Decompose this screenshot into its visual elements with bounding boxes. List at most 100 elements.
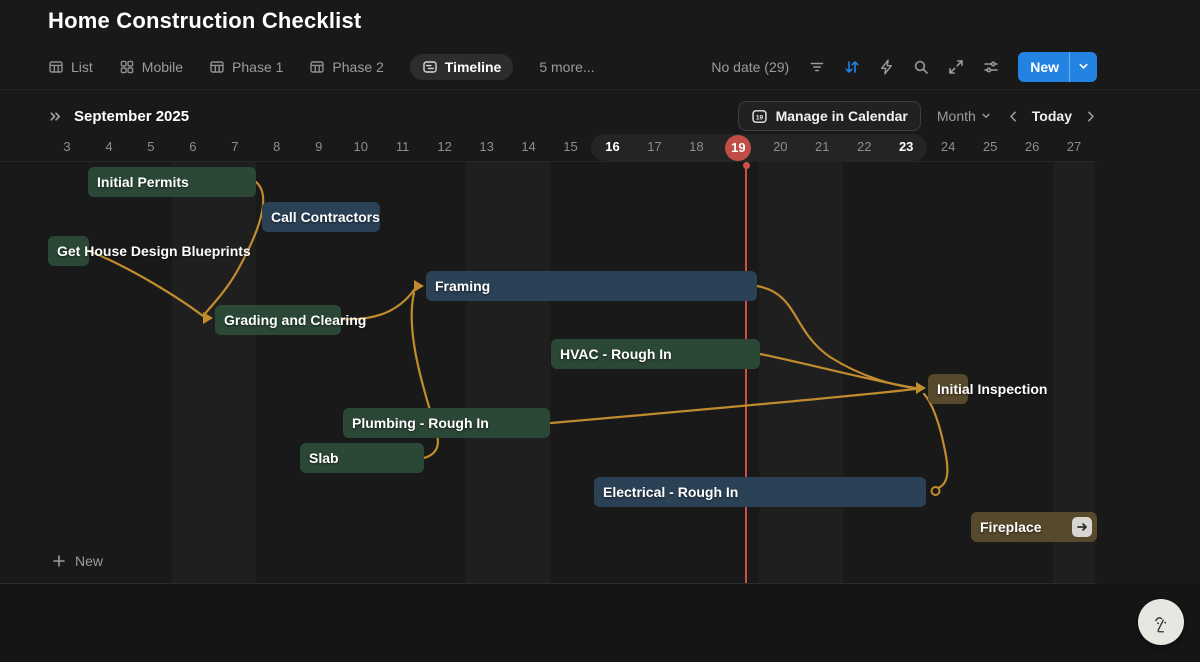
filter-icon[interactable] bbox=[809, 59, 825, 75]
new-button-label[interactable]: New bbox=[1018, 52, 1069, 82]
date-6[interactable]: 6 bbox=[177, 139, 209, 154]
table-view-icon bbox=[209, 59, 225, 75]
task-label: Grading and Clearing bbox=[215, 305, 375, 335]
task-label: Get House Design Blueprints bbox=[48, 236, 260, 266]
plus-icon bbox=[52, 554, 66, 568]
date-17[interactable]: 17 bbox=[638, 139, 670, 154]
tab-timeline[interactable]: Timeline bbox=[410, 54, 514, 80]
task-initial-permits[interactable]: Initial Permits bbox=[88, 167, 256, 197]
task-label: HVAC - Rough In bbox=[551, 339, 681, 369]
date-25[interactable]: 25 bbox=[974, 139, 1006, 154]
view-toolbar: List Mobile Phase 1 Phase 2 Timeline 5 more.… bbox=[0, 44, 1200, 90]
prev-period-button[interactable] bbox=[1007, 110, 1020, 123]
date-27[interactable]: 27 bbox=[1058, 139, 1090, 154]
date-20[interactable]: 20 bbox=[764, 139, 796, 154]
new-button[interactable]: New bbox=[1018, 52, 1097, 82]
task-initial-inspection[interactable]: Initial Inspection bbox=[928, 374, 968, 404]
automation-icon[interactable] bbox=[879, 59, 894, 75]
date-row: 3456789101112131415161718192021222324252… bbox=[0, 134, 1200, 161]
task-label: Initial Inspection bbox=[928, 374, 1056, 404]
date-23[interactable]: 23 bbox=[890, 139, 922, 154]
svg-text:19: 19 bbox=[755, 114, 763, 121]
tab-phase-2[interactable]: Phase 2 bbox=[309, 59, 383, 75]
expand-icon[interactable] bbox=[948, 59, 964, 75]
date-13[interactable]: 13 bbox=[471, 139, 503, 154]
task-call-contractors[interactable]: Call Contractors bbox=[262, 202, 380, 232]
date-21[interactable]: 21 bbox=[806, 139, 838, 154]
chevron-down-icon bbox=[981, 111, 991, 121]
task-label: Initial Permits bbox=[88, 167, 198, 197]
timeline-view-icon bbox=[422, 59, 438, 75]
board-view-icon bbox=[119, 59, 135, 75]
date-26[interactable]: 26 bbox=[1016, 139, 1048, 154]
tab-label: Phase 2 bbox=[332, 59, 383, 75]
table-view-icon bbox=[48, 59, 64, 75]
sort-icon[interactable] bbox=[844, 59, 860, 75]
date-12[interactable]: 12 bbox=[429, 139, 461, 154]
task-label: Electrical - Rough In bbox=[594, 477, 747, 507]
date-5[interactable]: 5 bbox=[135, 139, 167, 154]
date-8[interactable]: 8 bbox=[261, 139, 293, 154]
add-row-button[interactable]: New bbox=[52, 553, 103, 569]
timeline-zoom-value: Month bbox=[937, 108, 976, 124]
task-label: Plumbing - Rough In bbox=[343, 408, 498, 438]
page-title: Home Construction Checklist bbox=[48, 8, 361, 34]
connector-electrical-rough-in-to-initial-inspection bbox=[924, 394, 947, 488]
page-bottom-area bbox=[0, 584, 1200, 662]
timeline-header: September 2025 19 Manage in Calendar Mon… bbox=[48, 99, 1097, 133]
arrowhead-icon bbox=[414, 280, 424, 292]
new-button-chevron[interactable] bbox=[1070, 52, 1097, 82]
next-period-button[interactable] bbox=[1084, 110, 1097, 123]
add-row-label: New bbox=[75, 553, 103, 569]
double-chevron-right-icon[interactable] bbox=[48, 109, 63, 124]
arrowhead-icon bbox=[916, 382, 926, 394]
tab-label: Mobile bbox=[142, 59, 183, 75]
view-tabs: List Mobile Phase 1 Phase 2 Timeline bbox=[48, 54, 513, 80]
task-electrical-rough-in[interactable]: Electrical - Rough In bbox=[594, 477, 926, 507]
tab-label: Phase 1 bbox=[232, 59, 283, 75]
no-date-count[interactable]: No date (29) bbox=[711, 59, 789, 75]
date-9[interactable]: 9 bbox=[303, 139, 335, 154]
manage-in-calendar-label: Manage in Calendar bbox=[776, 108, 908, 124]
today-button[interactable]: Today bbox=[1032, 108, 1072, 124]
date-22[interactable]: 22 bbox=[848, 139, 880, 154]
tab-phase-1[interactable]: Phase 1 bbox=[209, 59, 283, 75]
date-24[interactable]: 24 bbox=[932, 139, 964, 154]
date-4[interactable]: 4 bbox=[93, 139, 125, 154]
date-15[interactable]: 15 bbox=[555, 139, 587, 154]
more-views-link[interactable]: 5 more... bbox=[539, 59, 594, 75]
date-16[interactable]: 16 bbox=[596, 139, 628, 154]
arrowhead-icon bbox=[203, 312, 213, 324]
task-framing[interactable]: Framing bbox=[426, 271, 757, 301]
tab-label: List bbox=[71, 59, 93, 75]
connector-plumbing-rough-in-to-initial-inspection bbox=[551, 389, 915, 423]
task-hvac-rough-in[interactable]: HVAC - Rough In bbox=[551, 339, 760, 369]
search-icon[interactable] bbox=[913, 59, 929, 75]
connector-hvac-rough-in-to-initial-inspection bbox=[760, 354, 915, 388]
arrow-right-icon bbox=[1076, 521, 1088, 533]
task-slab[interactable]: Slab bbox=[300, 443, 424, 473]
timeline-zoom-select[interactable]: Month bbox=[937, 108, 991, 124]
task-plumbing-rough-in[interactable]: Plumbing - Rough In bbox=[343, 408, 550, 438]
date-7[interactable]: 7 bbox=[219, 139, 251, 154]
view-settings-icon[interactable] bbox=[983, 59, 999, 75]
date-3[interactable]: 3 bbox=[51, 139, 83, 154]
task-label: Slab bbox=[300, 443, 348, 473]
tab-list[interactable]: List bbox=[48, 59, 93, 75]
timeline-grid[interactable]: Initial PermitsCall ContractorsGet House… bbox=[0, 162, 1200, 583]
tab-mobile[interactable]: Mobile bbox=[119, 59, 183, 75]
task-get-house-design-blueprints[interactable]: Get House Design Blueprints bbox=[48, 236, 89, 266]
task-fireplace[interactable]: Fireplace bbox=[971, 512, 1097, 542]
task-grading-and-clearing[interactable]: Grading and Clearing bbox=[215, 305, 341, 335]
manage-in-calendar-button[interactable]: 19 Manage in Calendar bbox=[738, 101, 921, 131]
date-14[interactable]: 14 bbox=[513, 139, 545, 154]
connector-start-dot[interactable] bbox=[932, 487, 940, 495]
table-view-icon bbox=[309, 59, 325, 75]
notion-ai-face-button[interactable] bbox=[1138, 599, 1184, 645]
date-10[interactable]: 10 bbox=[345, 139, 377, 154]
task-label: Framing bbox=[426, 271, 499, 301]
month-title[interactable]: September 2025 bbox=[74, 108, 189, 125]
open-task-button[interactable] bbox=[1072, 517, 1092, 537]
date-11[interactable]: 11 bbox=[387, 139, 419, 154]
date-18[interactable]: 18 bbox=[680, 139, 712, 154]
